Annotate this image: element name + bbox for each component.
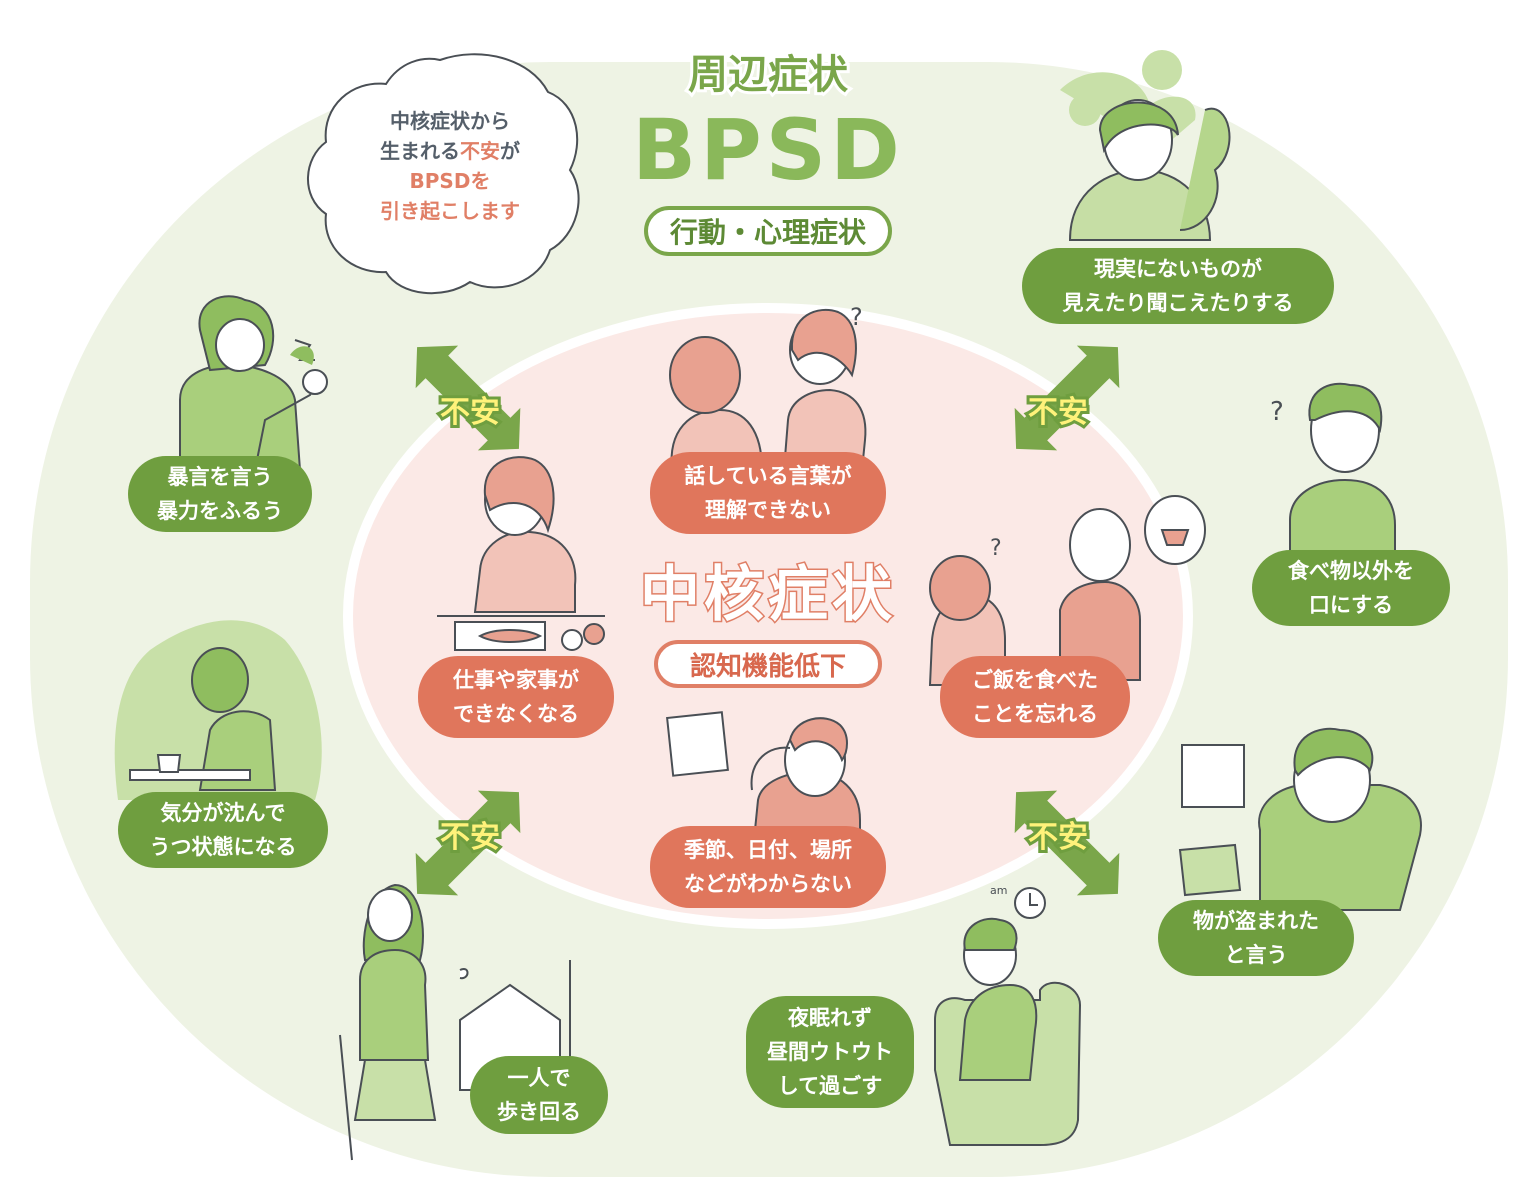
bpsd-insomnia-line1: 夜眠れず [788,1006,872,1030]
anxiety-label-top-right: 不安 [1025,392,1091,433]
core-symptom-housework-line1: 仕事や家事が [453,668,579,692]
confused-man-illustration: ? [1270,382,1396,561]
bpsd-aggression-line2: 暴力をふるう [157,499,283,523]
note-line-3: BPSDを [409,169,491,193]
note-line-4: 引き起こします [380,199,520,223]
note-anxiety: 不安 [460,139,500,163]
housework-woman-illustration [437,456,605,651]
note-line-2a: 生まれる [380,139,460,163]
bpsd-insomnia-line3: して過ごす [777,1074,883,1098]
core-subtitle: 認知機能低下 [654,640,882,688]
core-symptom-orientation: 季節、日付、場所 などがわからない [650,826,886,908]
bpsd-theft-delusion: 物が盗まれた と言う [1158,900,1354,976]
core-symptom-orientation-line1: 季節、日付、場所 [684,838,852,862]
thought-cloud [307,53,580,295]
clock-am-label: am [990,884,1008,897]
hallucination-illustration [1060,50,1231,241]
svg-text:?: ? [1270,397,1284,427]
bpsd-aggression-line1: 暴言を言う [167,465,273,489]
arrow-top-right [1014,345,1120,451]
peripheral-title-main: BPSD [632,101,904,199]
arrow-top-left [415,345,521,451]
core-symptom-meal-line1: ご飯を食べた [972,668,1098,692]
angry-woman-illustration [179,295,328,471]
core-symptom-meal: ご飯を食べた ことを忘れる [940,656,1130,738]
anxiety-label-bottom-left: 不安 [437,817,503,858]
core-symptom-meal-line2: ことを忘れる [972,702,1098,726]
svg-text:?: ? [850,303,863,331]
stolen-item-man-illustration [1178,727,1422,911]
bpsd-pica: 食べ物以外を 口にする [1252,550,1450,626]
bpsd-theft-delusion-line2: と言う [1224,943,1288,967]
note-line-2b: が [500,139,520,163]
core-title: 中核症状 [639,559,896,632]
bpsd-wandering: 一人で 歩き回る [470,1056,608,1134]
bpsd-wandering-line1: 一人で [507,1066,571,1090]
bpsd-theft-delusion-line1: 物が盗まれた [1193,909,1319,933]
core-symptom-language-line2: 理解できない [705,498,831,522]
core-symptom-housework: 仕事や家事が できなくなる [418,656,614,738]
anxiety-label-top-left: 不安 [437,392,503,433]
core-symptom-orientation-line2: などがわからない [684,872,852,896]
core-symptom-language: 話している言葉が 理解できない [650,452,886,534]
svg-text:?: ? [990,536,1002,561]
bpsd-hallucination-line2: 見えたり聞こえたりする [1062,291,1294,315]
bpsd-hallucination: 現実にないものが 見えたり聞こえたりする [1022,248,1334,324]
depressed-woman-illustration [114,620,322,800]
bpsd-wandering-line2: 歩き回る [497,1100,581,1124]
anxiety-label-bottom-right: 不安 [1025,817,1091,858]
conversation-illustration: ? [669,303,867,471]
insomnia-man-illustration [934,887,1082,1146]
bpsd-insomnia: 夜眠れず 昼間ウトウト して過ごす [746,996,914,1108]
note-text: 中核症状から 生まれる不安が BPSDを 引き起こします [340,106,560,226]
arrow-bottom-right [1014,790,1120,896]
note-line-1: 中核症状から [390,109,510,133]
disoriented-man-illustration [666,711,861,831]
bpsd-aggression: 暴言を言う 暴力をふるう [128,456,312,532]
peripheral-title-top: 周辺症状 [685,49,851,101]
note-line-2: 生まれる不安が [340,136,560,166]
bpsd-hallucination-line1: 現実にないものが [1094,257,1262,281]
peripheral-subtitle: 行動・心理症状 [644,206,892,256]
core-symptom-language-line1: 話している言葉が [684,464,852,488]
bpsd-depression-line1: 気分が沈んで [160,801,286,825]
core-symptom-housework-line2: できなくなる [453,702,579,726]
bpsd-pica-line1: 食べ物以外を [1288,559,1414,583]
bpsd-depression: 気分が沈んで うつ状態になる [118,792,328,868]
bpsd-depression-line2: うつ状態になる [149,835,297,859]
bpsd-insomnia-line2: 昼間ウトウト [767,1040,893,1064]
arrow-bottom-left [415,790,521,896]
core-circle [343,303,1193,929]
bpsd-pica-line2: 口にする [1308,593,1394,617]
